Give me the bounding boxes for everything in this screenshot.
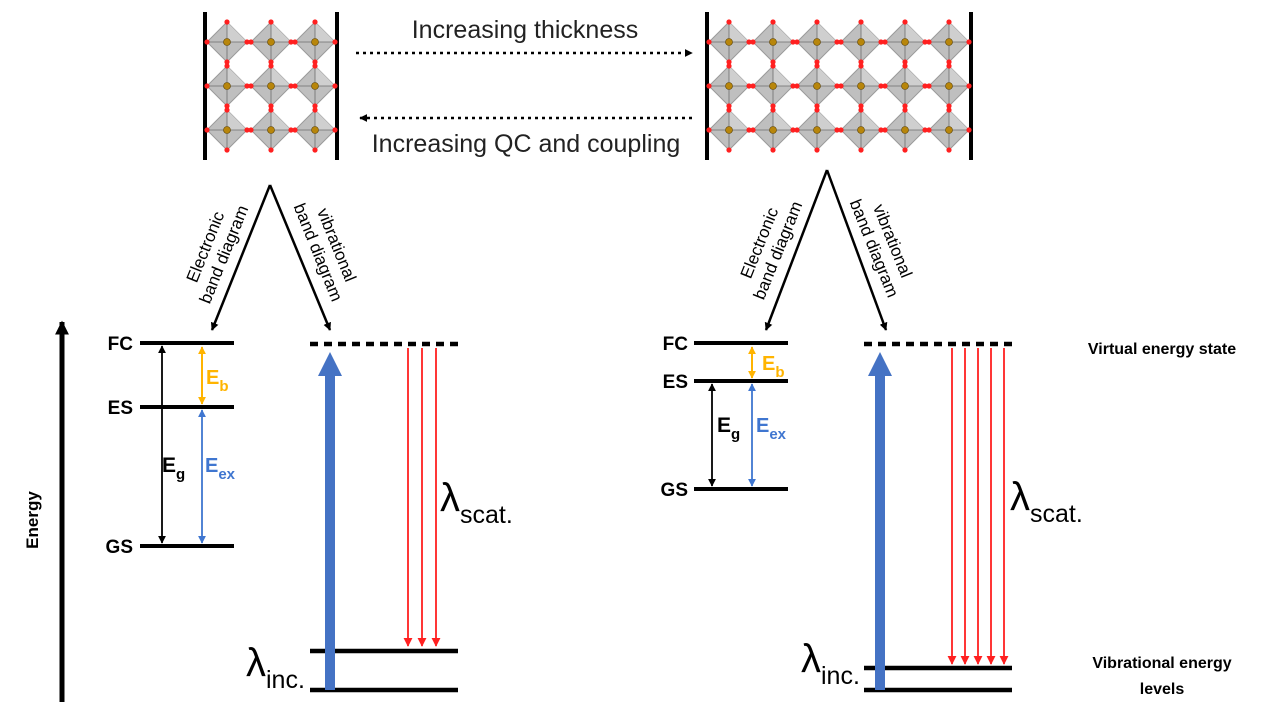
octahedron — [838, 19, 884, 65]
eb-label-left: Eb — [206, 367, 229, 395]
lambda-scat-left: λscat. — [440, 476, 513, 529]
octahedron — [706, 107, 752, 153]
electronic-band-label-left: Electronic band diagram — [183, 203, 253, 307]
perovskite-lattice-thin — [203, 12, 339, 160]
octahedron — [750, 63, 796, 109]
octahedron — [248, 107, 294, 153]
energy-axis-label: Energy — [23, 491, 42, 549]
electronic-branch-arrow-left — [210, 184, 272, 331]
octahedron — [794, 63, 840, 109]
virtual-energy-state-label: Virtual energy state — [1088, 341, 1236, 358]
octahedron — [204, 107, 250, 153]
increasing-qc-label: Increasing QC and coupling — [372, 130, 681, 158]
lambda-scat-right: λscat. — [1010, 475, 1083, 528]
increasing-thickness-label: Increasing thickness — [412, 16, 639, 44]
octahedron — [794, 19, 840, 65]
octahedron — [292, 19, 338, 65]
octahedron — [882, 63, 928, 109]
fc-label-left: FC — [108, 334, 134, 355]
eg-label-right: Eg — [717, 414, 740, 443]
octahedron — [706, 63, 752, 109]
vibrational-energy-levels-label-line1: Vibrational energy — [1092, 655, 1231, 672]
scattered-arrows-right — [947, 348, 1009, 665]
gs-label-left: GS — [106, 537, 133, 558]
octahedron — [794, 107, 840, 153]
eb-label-right: Eb — [762, 353, 785, 381]
es-label-right: ES — [663, 372, 688, 393]
incident-beam-head-right — [868, 352, 892, 376]
vibrational-energy-levels-label-line2: levels — [1140, 681, 1185, 698]
octahedron — [882, 19, 928, 65]
octahedron — [838, 107, 884, 153]
incident-beam-right — [875, 372, 885, 690]
lambda-inc-right: λinc. — [801, 637, 860, 690]
octahedron — [926, 63, 972, 109]
perovskite-lattice-thick — [705, 12, 973, 160]
eex-label-left: Eex — [205, 455, 236, 483]
electronic-branch-arrow-right — [764, 169, 829, 331]
octahedron — [292, 63, 338, 109]
fc-label-right: FC — [663, 334, 689, 355]
octahedron — [248, 63, 294, 109]
scattered-arrows-left — [403, 348, 441, 647]
eex-label-right: Eex — [756, 415, 787, 443]
octahedron — [292, 107, 338, 153]
vibrational-branch-arrow-right — [825, 169, 888, 331]
octahedron — [838, 63, 884, 109]
octahedron — [926, 107, 972, 153]
octahedron — [248, 19, 294, 65]
octahedron — [926, 19, 972, 65]
lambda-inc-left: λinc. — [246, 641, 305, 694]
octahedron — [204, 63, 250, 109]
octahedron — [882, 107, 928, 153]
electronic-band-label-right: Electronic band diagram — [737, 199, 807, 303]
es-label-left: ES — [108, 398, 133, 419]
octahedron — [750, 107, 796, 153]
octahedron — [204, 19, 250, 65]
octahedron — [750, 19, 796, 65]
octahedron — [706, 19, 752, 65]
vibrational-band-label-left: vibrational band diagram — [290, 201, 360, 305]
vibrational-branch-arrow-left — [268, 184, 332, 331]
incident-beam-head-left — [318, 352, 342, 376]
incident-beam-left — [325, 372, 335, 690]
vibrational-band-label-right: vibrational band diagram — [846, 197, 916, 301]
gs-label-right: GS — [661, 480, 688, 501]
eg-label-left: Eg — [162, 454, 185, 483]
